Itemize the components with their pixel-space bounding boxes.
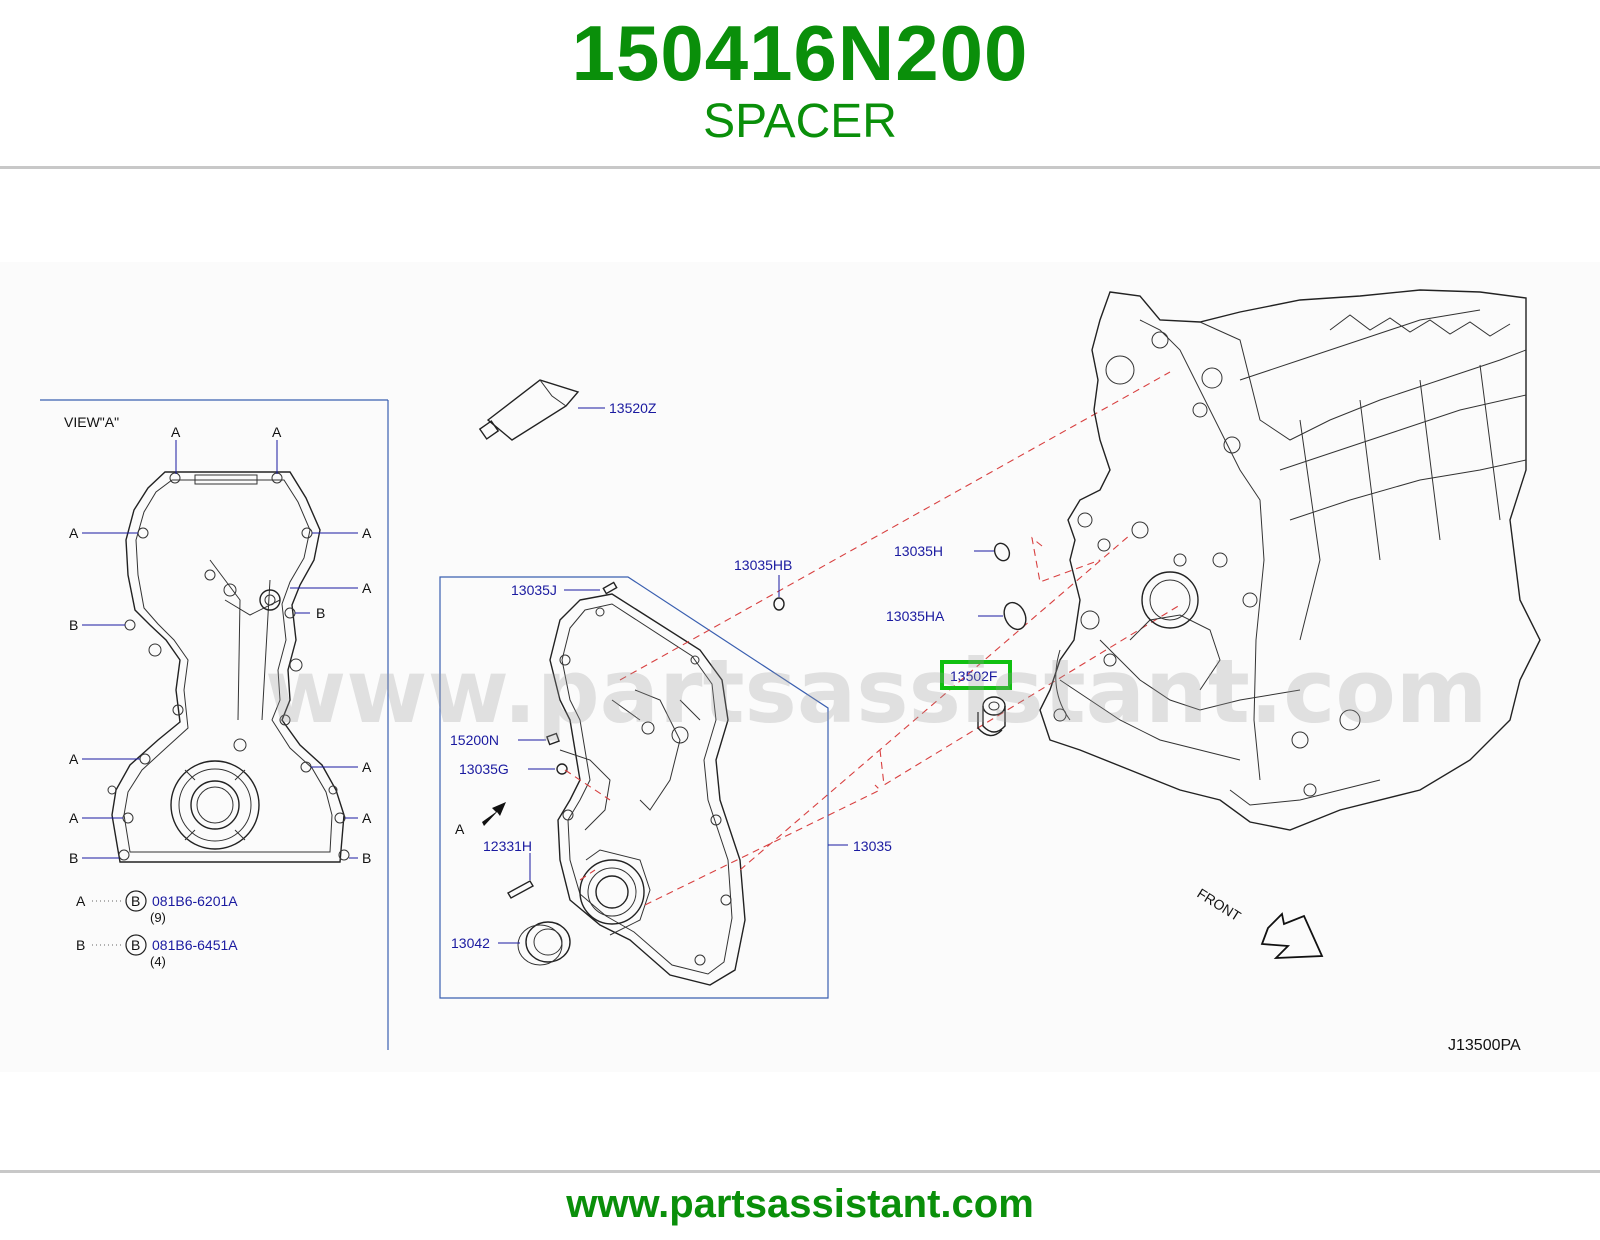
oring-13035HB-part[interactable] (773, 597, 785, 611)
bolt-legend-letter: B (76, 937, 85, 953)
bolt-circle-icon (125, 934, 147, 956)
diagram-canvas (0, 262, 1600, 1072)
footer-url-link[interactable]: www.partsassistant.com (566, 1182, 1034, 1226)
sealant-tube-part[interactable] (478, 379, 580, 441)
view-a-letter: B (316, 605, 325, 621)
part-name-subtitle: SPACER (703, 95, 897, 148)
pin-15200N-part[interactable] (546, 732, 560, 746)
timing-cover-part[interactable] (549, 593, 746, 986)
seal-13042-part[interactable] (517, 921, 571, 966)
callout-13035HB[interactable]: 13035HB (734, 557, 792, 573)
view-a-letter: B (69, 617, 78, 633)
front-arrow-icon (1260, 912, 1324, 959)
bolt-legend-circle: B (131, 937, 140, 953)
watermark-text: www.partsassistant.com (265, 640, 1488, 743)
view-a-letter: A (69, 810, 79, 826)
view-a-letter: A (362, 580, 372, 596)
bolt-legend-qty: (9) (150, 910, 166, 925)
part-number-title: 150416N200 (571, 9, 1029, 97)
oring-13035HA-part[interactable] (1000, 599, 1030, 633)
view-a-letter: A (362, 759, 372, 775)
callout-15200N[interactable]: 15200N (450, 732, 499, 748)
callout-13035H[interactable]: 13035H (894, 543, 943, 559)
view-a-letter: A (171, 424, 181, 440)
view-a-letter: B (69, 850, 78, 866)
callout-13502F-highlighted[interactable]: 13502F (950, 668, 997, 684)
page-header: 150416N200 SPACER (0, 0, 1600, 168)
header-divider (0, 166, 1600, 169)
pin-13035J-part[interactable] (602, 581, 618, 595)
view-a-panel: VIEW"A" (40, 399, 389, 1050)
view-a-arrow-icon (482, 802, 506, 826)
footer-divider (0, 1170, 1600, 1173)
bolt-legend-letter: A (76, 893, 86, 909)
view-a-letter: A (272, 424, 282, 440)
view-a-letter: A (362, 525, 372, 541)
callout-13520Z[interactable]: 13520Z (609, 400, 657, 416)
bolt-legend-circle: B (131, 893, 140, 909)
callout-12331H[interactable]: 12331H (483, 838, 532, 854)
bolt-legend-qty: (4) (150, 954, 166, 969)
bolt-legend-part-link[interactable]: 081B6-6451A (152, 937, 238, 953)
bolt-legend: A B 081B6-6201A (9) B B 081B6-6451A (4) (76, 890, 238, 969)
view-a-arrow-label: A (455, 821, 465, 837)
view-a-title: VIEW"A" (64, 414, 119, 430)
view-a-letter: B (362, 850, 371, 866)
highlight-box (940, 660, 1012, 690)
bolt-legend-part-link[interactable]: 081B6-6201A (152, 893, 238, 909)
dowel-12331H-part[interactable] (507, 880, 534, 899)
diagram-code: J13500PA (1448, 1037, 1521, 1054)
oring-13035G-part[interactable] (556, 763, 568, 775)
cover-assembly-frame (439, 576, 829, 999)
spacer-13502F-part[interactable] (977, 696, 1006, 737)
callout-13035J[interactable]: 13035J (511, 582, 557, 598)
view-a-letter: A (69, 525, 79, 541)
callout-13035[interactable]: 13035 (853, 838, 892, 854)
callout-13042[interactable]: 13042 (451, 935, 490, 951)
bolt-circle-icon (125, 890, 147, 912)
callout-13035HA[interactable]: 13035HA (886, 608, 945, 624)
callout-13035G[interactable]: 13035G (459, 761, 509, 777)
oring-13035H-part[interactable] (992, 541, 1012, 563)
view-a-letter: A (362, 810, 372, 826)
view-a-letter: A (69, 751, 79, 767)
engine-block-part (1039, 289, 1541, 831)
alignment-lines (564, 371, 1181, 906)
